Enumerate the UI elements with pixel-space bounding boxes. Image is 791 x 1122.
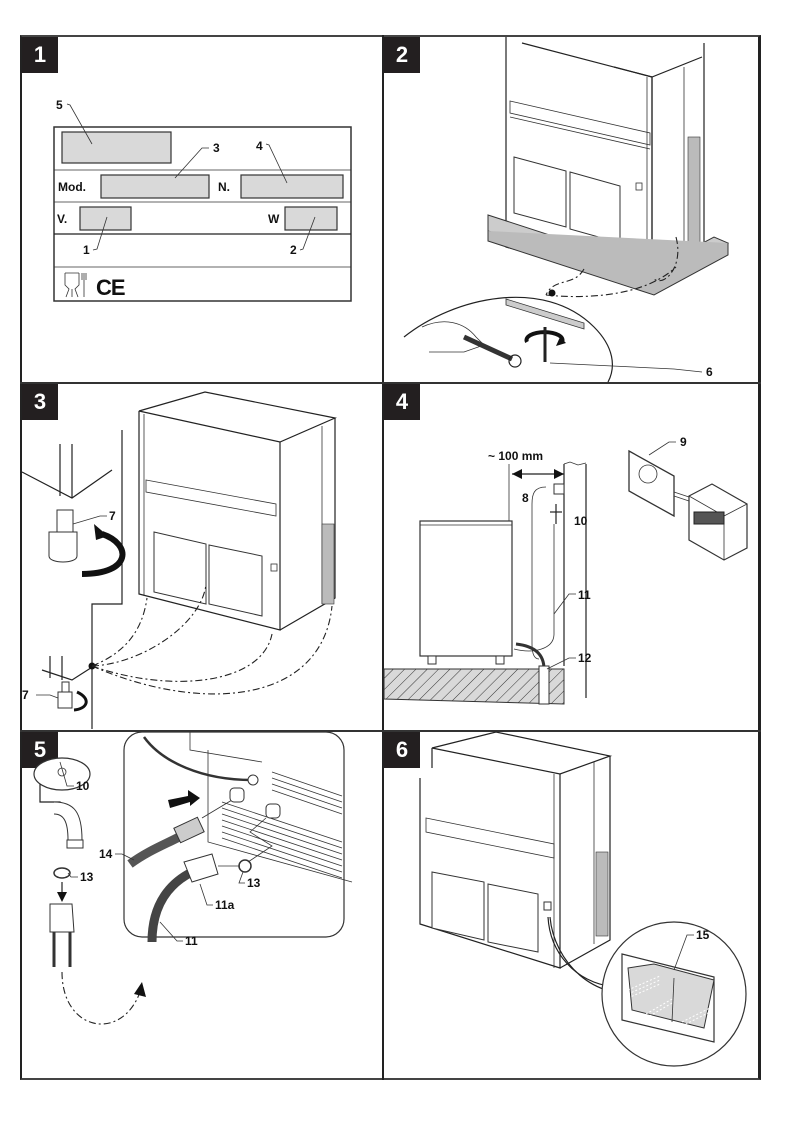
voltage-label: V. <box>57 212 67 226</box>
power-label: W <box>268 212 280 226</box>
ice-machine-illustration <box>505 37 705 289</box>
grille-right <box>569 171 621 244</box>
plate-field-voltage <box>79 206 132 231</box>
column-divider <box>382 35 384 1080</box>
model-label: Mod. <box>58 180 86 194</box>
callout-3: 3 <box>213 141 220 155</box>
callout-7-bottom: 7 <box>22 688 29 702</box>
callout-10: 10 <box>574 514 588 528</box>
panel-number-badge: 1 <box>22 37 58 73</box>
wrench-hand-illustration <box>421 321 522 368</box>
callout-4: 4 <box>256 139 263 153</box>
plate-field-serial <box>240 174 344 199</box>
callout-2: 2 <box>290 243 297 257</box>
rating-plate-diagram: Mod. N. V. W 5 3 4 1 2 CE <box>53 98 352 302</box>
callout-12: 12 <box>578 651 592 665</box>
panel-1: 1 Mod. N. V. W 5 3 4 1 2 CE <box>22 37 382 382</box>
panel-3: 3 7 7 <box>21 384 382 730</box>
callout-15: 15 <box>696 928 710 942</box>
callout-1: 1 <box>83 243 90 257</box>
callout-10: 10 <box>76 779 90 793</box>
plate-field-model <box>100 174 210 199</box>
callout-8: 8 <box>522 491 529 505</box>
panel-number-badge: 6 <box>384 732 420 768</box>
pallet-illustration <box>487 214 730 296</box>
callout-13-left: 13 <box>80 870 94 884</box>
panel-5: 5 10 13 <box>22 731 382 1078</box>
water-hose-diagram: 10 13 14 13 11a <box>33 731 353 1025</box>
panel-6: 6 15 <box>384 731 758 1078</box>
callout-6: 6 <box>706 365 713 379</box>
plate-field-power <box>284 206 338 231</box>
plate-field-5 <box>61 131 172 164</box>
serial-label: N. <box>218 180 230 194</box>
ice-machine-side <box>419 520 513 657</box>
panel-2: 2 <box>384 37 758 383</box>
callout-5: 5 <box>56 98 63 112</box>
levelling-feet-diagram: 7 7 <box>21 391 337 729</box>
panel-number-badge: 3 <box>22 384 58 420</box>
row-divider <box>20 382 761 384</box>
panel-4: 4 ~ 100 mm 8 10 11 12 <box>383 384 758 730</box>
callout-9: 9 <box>680 435 687 449</box>
ice-machine-illustration <box>138 391 337 631</box>
callout-7-top: 7 <box>109 509 116 523</box>
grille-left <box>513 156 567 228</box>
foot-large <box>48 509 126 577</box>
callout-11a: 11a <box>215 898 235 912</box>
ice-machine-illustration <box>419 731 613 969</box>
callout-11: 11 <box>185 934 198 948</box>
foot-small <box>57 681 88 712</box>
power-switch-diagram: 15 <box>419 731 747 1067</box>
ce-mark: CE <box>96 275 125 300</box>
row-divider <box>20 730 761 732</box>
callout-11: 11 <box>578 588 591 602</box>
power-switch <box>543 901 552 911</box>
connections-diagram: ~ 100 mm 8 10 11 12 9 <box>383 435 748 705</box>
pallet-removal-diagram: 6 <box>403 37 730 383</box>
water-tap-illustration <box>33 757 91 849</box>
panel-number-badge: 4 <box>384 384 420 420</box>
power-socket-illustration <box>628 449 748 561</box>
figure-sheet <box>20 35 761 1080</box>
food-safe-icon <box>64 272 87 298</box>
dimension-label: ~ 100 mm <box>488 449 543 463</box>
callout-14: 14 <box>99 847 113 861</box>
callout-13-right: 13 <box>247 876 261 890</box>
panel-number-badge: 2 <box>384 37 420 73</box>
